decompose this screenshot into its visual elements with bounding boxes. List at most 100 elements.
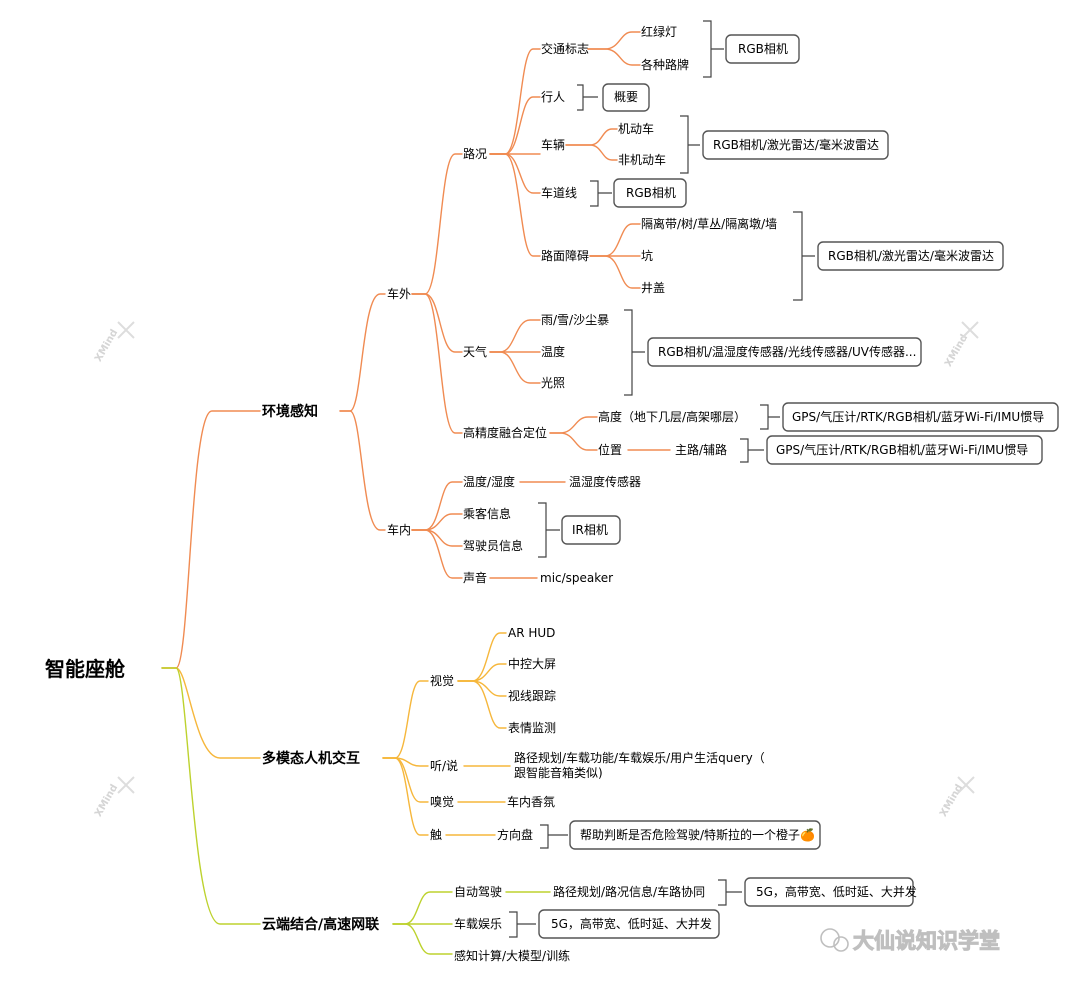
bracket-position [740, 438, 764, 463]
node-traffic-sign[interactable]: 交通标志 [541, 41, 589, 56]
root-node[interactable]: 智能座舱 [45, 657, 126, 681]
x-mark-icon [117, 776, 135, 794]
bracket-weather [624, 309, 645, 396]
node-weather[interactable]: 天气 [463, 344, 487, 359]
node-barrier[interactable]: 隔离带/树/草丛/隔离墩/墙 [641, 216, 777, 231]
watermark-logo-1: XMind [93, 328, 120, 364]
box-5g-2 [538, 909, 720, 939]
connector-weather-rain [489, 319, 541, 353]
connector-obstacle-manhole [589, 255, 641, 289]
node-lane[interactable]: 车道线 [541, 185, 577, 200]
branch-cloud[interactable]: 云端结合/高速网联 [262, 916, 380, 933]
node-inside[interactable]: 车内 [387, 522, 411, 537]
node-visual[interactable]: 视觉 [430, 673, 454, 688]
bracket-altitude [760, 404, 780, 430]
node-light[interactable]: 光照 [541, 376, 565, 390]
connector-obstacle-barrier [589, 223, 641, 257]
node-center-screen[interactable]: 中控大屏 [508, 656, 556, 671]
node-main-aux[interactable]: 主路/辅路 [675, 442, 727, 457]
node-altitude[interactable]: 高度（地下几层/高架哪层） [598, 409, 746, 424]
connector-outside-weather [411, 293, 463, 353]
node-temperature[interactable]: 温度 [541, 344, 565, 359]
node-rain[interactable]: 雨/雪/沙尘暴 [541, 313, 609, 327]
connector-road-obstacle [489, 153, 541, 257]
bracket-obstacle [793, 211, 815, 301]
connector-visual-arhud [457, 632, 507, 682]
node-voice-line2[interactable]: 跟智能音箱类似) [514, 765, 603, 780]
node-ar-hud[interactable]: AR HUD [508, 626, 555, 640]
node-temp-humid[interactable]: 温度/湿度 [463, 474, 515, 489]
node-red-green[interactable]: 红绿灯 [641, 24, 677, 39]
credit-watermark: 大仙说知识学堂 [820, 928, 1001, 954]
bracket-sign [703, 20, 724, 78]
watermark-logo-text: XMind [943, 333, 970, 369]
box-gps-2 [766, 435, 1043, 465]
box-label-rgb-camera-1: RGB相机 [738, 42, 788, 56]
watermark-logo-text: XMind [93, 783, 120, 819]
connector-outside-road [411, 153, 463, 295]
node-obstacle[interactable]: 路面障碍 [541, 248, 589, 263]
node-voice-line1[interactable]: 路径规划/车载功能/车载娱乐/用户生活query（ [514, 750, 765, 765]
watermark-logo-2: XMind [943, 333, 970, 369]
connector-cloud-cut [392, 923, 453, 955]
node-manhole[interactable]: 井盖 [641, 281, 665, 295]
box-label-5g-1: 5G，高带宽、低时延、大并发 [756, 884, 917, 899]
node-position[interactable]: 位置 [598, 442, 622, 457]
node-smell[interactable]: 嗅觉 [430, 795, 454, 809]
node-outside[interactable]: 车外 [387, 286, 411, 301]
node-listen[interactable]: 听/说 [430, 758, 458, 773]
node-vehicle[interactable]: 车辆 [541, 137, 565, 152]
connector-env-inside [339, 410, 386, 531]
bracket-route [718, 879, 742, 906]
node-touch[interactable]: 触 [430, 828, 442, 842]
connector-hmi-visual [382, 680, 429, 759]
connector-cloud-autodrive [392, 891, 453, 925]
branch-hmi[interactable]: 多模态人机交互 [262, 750, 360, 767]
connector-visual-expression [457, 680, 507, 729]
box-label-5g-2: 5G，高带宽、低时延、大并发 [551, 916, 712, 931]
node-eye-tracking[interactable]: 视线跟踪 [508, 688, 556, 703]
box-overview [602, 83, 650, 112]
box-label-orange: 帮助判断是否危险驾驶/特斯拉的一个橙子🍊 [580, 827, 816, 842]
node-pit[interactable]: 坑 [641, 248, 653, 263]
connector-inside-sound [411, 529, 463, 579]
node-road-signs[interactable]: 各种路牌 [641, 57, 689, 72]
connector-road-pedestrian [489, 96, 541, 155]
node-fragrance[interactable]: 车内香氛 [507, 794, 555, 809]
branch-env[interactable]: 环境感知 [262, 403, 318, 420]
node-entertainment[interactable]: 车载娱乐 [454, 916, 502, 931]
watermark-logo-text: XMind [938, 783, 965, 819]
node-nonmotor[interactable]: 非机动车 [618, 152, 666, 167]
node-motor[interactable]: 机动车 [618, 121, 654, 136]
box-rgb-lidar-2 [817, 241, 1004, 271]
watermark-logo-3: XMind [93, 783, 120, 819]
node-cut-off[interactable]: 感知计算/大模型/训练 [454, 948, 570, 963]
connector-inside-temphumid [411, 481, 463, 531]
node-sound[interactable]: 声音 [463, 570, 487, 585]
node-driver[interactable]: 驾驶员信息 [463, 538, 523, 553]
box-5g-1 [744, 877, 914, 907]
connector-hdmap-position [549, 432, 598, 451]
node-road[interactable]: 路况 [463, 146, 487, 161]
node-hdmap[interactable]: 高精度融合定位 [463, 425, 547, 440]
box-label-rgb-lidar-1: RGB相机/激光雷达/毫米波雷达 [713, 137, 879, 152]
node-pedestrian[interactable]: 行人 [541, 90, 565, 104]
node-autodrive[interactable]: 自动驾驶 [454, 884, 502, 899]
watermark-logo-text: XMind [93, 328, 120, 364]
watermark-logo-4: XMind [938, 783, 965, 819]
box-label-rgb-lidar-2: RGB相机/激光雷达/毫米波雷达 [828, 248, 994, 263]
bracket-lane [590, 180, 612, 207]
node-mic[interactable]: mic/speaker [540, 571, 613, 585]
node-wheel[interactable]: 方向盘 [497, 827, 533, 842]
node-expression[interactable]: 表情监测 [508, 721, 556, 735]
node-route[interactable]: 路径规划/路况信息/车路协同 [553, 884, 705, 899]
connector-sign-light [587, 31, 641, 50]
watermark-group: XMind XMind XMind XMind [93, 321, 979, 819]
credit-text: 大仙说知识学堂 [853, 929, 1000, 953]
connector-road-sign [489, 48, 541, 155]
node-passenger[interactable]: 乘客信息 [463, 506, 511, 521]
connector-root-env [161, 410, 261, 669]
node-temp-humid-sensor[interactable]: 温湿度传感器 [569, 474, 641, 489]
